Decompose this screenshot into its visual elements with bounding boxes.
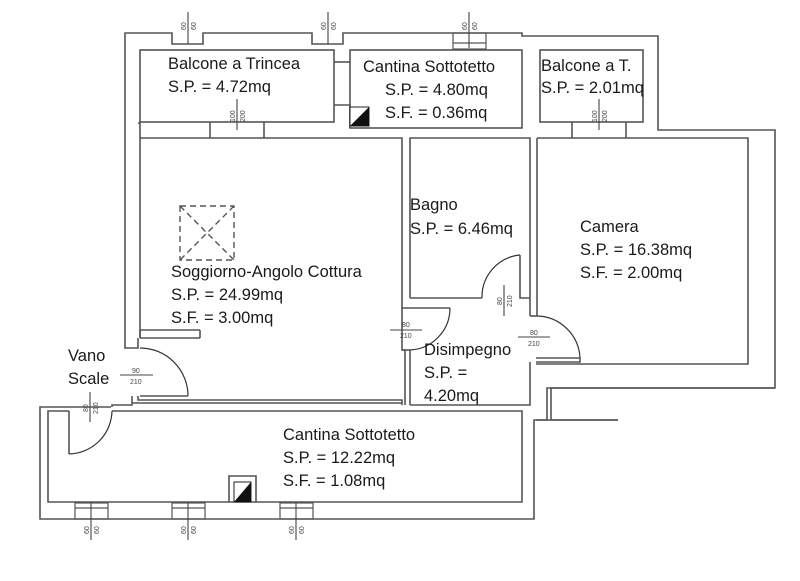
bagno-right-jamb <box>519 255 530 299</box>
label-balcone-trincea: Balcone a Trincea S.P. = 4.72mq <box>168 55 301 96</box>
svg-text:200: 200 <box>240 110 247 122</box>
dim-marker-door-camera: 80 210 <box>518 330 550 348</box>
svg-text:60: 60 <box>289 526 296 534</box>
svg-text:200: 200 <box>602 110 609 122</box>
svg-text:60: 60 <box>331 22 338 30</box>
label-bagno: Bagno S.P. = 6.46mq <box>410 196 513 238</box>
svg-text:60: 60 <box>191 526 198 534</box>
room-name: Disimpegno <box>424 341 511 359</box>
camera-door-jamb <box>536 357 581 363</box>
svg-text:60: 60 <box>191 22 198 30</box>
svg-text:80: 80 <box>497 297 504 305</box>
label-soggiorno: Soggiorno-Angolo Cottura S.P. = 24.99mq … <box>171 263 363 327</box>
cantina-top-wall <box>111 402 402 407</box>
door-swing-bagno <box>481 254 521 299</box>
room-bagno <box>409 137 531 298</box>
door-swing-soggiorno <box>409 307 451 351</box>
room-name-line1: Vano <box>68 347 105 365</box>
label-balcone-t: Balcone a T. S.P. = 2.01mq <box>541 57 644 97</box>
dim-marker-top-3: 60 60 <box>462 12 479 48</box>
svg-text:60: 60 <box>84 526 91 534</box>
room-name: Cantina Sottotetto <box>363 58 495 76</box>
disimpegno-bottom <box>410 362 531 406</box>
room-sp: S.P. = 4.72mq <box>168 78 271 96</box>
svg-text:100: 100 <box>592 110 599 122</box>
dim-marker-top-1: 60 60 <box>181 12 198 44</box>
right-wall-outer-lower <box>536 387 775 421</box>
svg-text:60: 60 <box>462 22 469 30</box>
dim-marker-door-vano: 90 210 <box>120 368 153 386</box>
door-swing-cantina <box>68 410 113 455</box>
label-cantina-top: Cantina Sottotetto S.P. = 4.80mq S.F. = … <box>363 58 495 122</box>
outer-wall-inner-line <box>138 122 141 338</box>
label-disimpegno: Disimpegno S.P. = 4.20mq <box>424 341 511 405</box>
svg-text:80: 80 <box>530 330 538 337</box>
dim-marker-door-soggiorno: 80 210 <box>390 322 422 340</box>
label-camera: Camera S.P. = 16.38mq S.F. = 2.00mq <box>580 218 692 282</box>
svg-text:210: 210 <box>507 295 514 307</box>
room-name: Balcone a T. <box>541 57 632 75</box>
room-name: Camera <box>580 218 640 236</box>
door-swing-vano-scale <box>139 347 189 397</box>
room-sp: S.P. = 12.22mq <box>283 449 395 467</box>
svg-text:60: 60 <box>94 526 101 534</box>
svg-text:60: 60 <box>321 22 328 30</box>
svg-text:60: 60 <box>299 526 306 534</box>
dim-marker-bottom-3: 60 60 <box>289 503 306 540</box>
flue-enclosure <box>228 475 257 502</box>
skylight-icon <box>179 205 235 261</box>
room-name: Balcone a Trincea <box>168 55 301 73</box>
dim-marker-door-cantina: 80 210 <box>83 392 100 422</box>
room-sf: S.F. = 0.36mq <box>385 104 487 122</box>
label-vano-scale: Vano Scale <box>68 347 109 388</box>
flue-icon-top <box>350 107 369 126</box>
room-name: Cantina Sottotetto <box>283 426 415 444</box>
svg-text:210: 210 <box>130 379 142 386</box>
room-sf: S.F. = 3.00mq <box>171 309 273 327</box>
dim-marker-top-2: 60 60 <box>321 12 338 44</box>
room-balcone-t <box>539 49 644 123</box>
room-sp-value: 4.20mq <box>424 387 479 405</box>
dim-marker-balcony-2: 100 200 <box>592 99 609 130</box>
svg-text:80: 80 <box>402 322 410 329</box>
svg-text:60: 60 <box>181 22 188 30</box>
room-sp: S.P. = 24.99mq <box>171 286 283 304</box>
soggiorno-left-jamb <box>124 338 139 349</box>
dim-marker-bottom-2: 60 60 <box>181 503 198 540</box>
svg-text:60: 60 <box>181 526 188 534</box>
room-sf: S.F. = 2.00mq <box>580 264 682 282</box>
room-sp: S.P. = <box>424 364 467 382</box>
dim-marker-door-bagno: 80 210 <box>497 285 514 316</box>
svg-text:210: 210 <box>528 341 540 348</box>
svg-text:210: 210 <box>400 333 412 340</box>
svg-text:90: 90 <box>132 368 140 375</box>
svg-text:210: 210 <box>93 402 100 414</box>
cantina-bottom-inner <box>47 410 523 503</box>
room-name-line2: Scale <box>68 370 109 388</box>
bagno-door-jamb <box>401 303 450 309</box>
room-name: Soggiorno-Angolo Cottura <box>171 263 363 281</box>
room-cantina-top <box>349 49 523 129</box>
dim-marker-balcony-1: 100 200 <box>230 99 247 130</box>
right-wall-inner <box>536 137 749 365</box>
room-sp: S.P. = 6.46mq <box>410 220 513 238</box>
door-swing-camera <box>536 315 581 359</box>
wall-segment <box>334 104 351 128</box>
room-soggiorno <box>140 137 403 303</box>
room-name: Bagno <box>410 196 458 214</box>
svg-text:80: 80 <box>83 404 90 412</box>
room-sp: S.P. = 4.80mq <box>385 81 488 99</box>
dim-marker-bottom-1: 60 60 <box>84 503 101 540</box>
svg-text:60: 60 <box>472 22 479 30</box>
room-sp: S.P. = 2.01mq <box>541 79 644 97</box>
room-sp: S.P. = 16.38mq <box>580 241 692 259</box>
svg-text:100: 100 <box>230 110 237 122</box>
flue-icon <box>234 482 251 502</box>
room-sf: S.F. = 1.08mq <box>283 472 385 490</box>
label-cantina-bottom: Cantina Sottotetto S.P. = 12.22mq S.F. =… <box>283 426 415 490</box>
